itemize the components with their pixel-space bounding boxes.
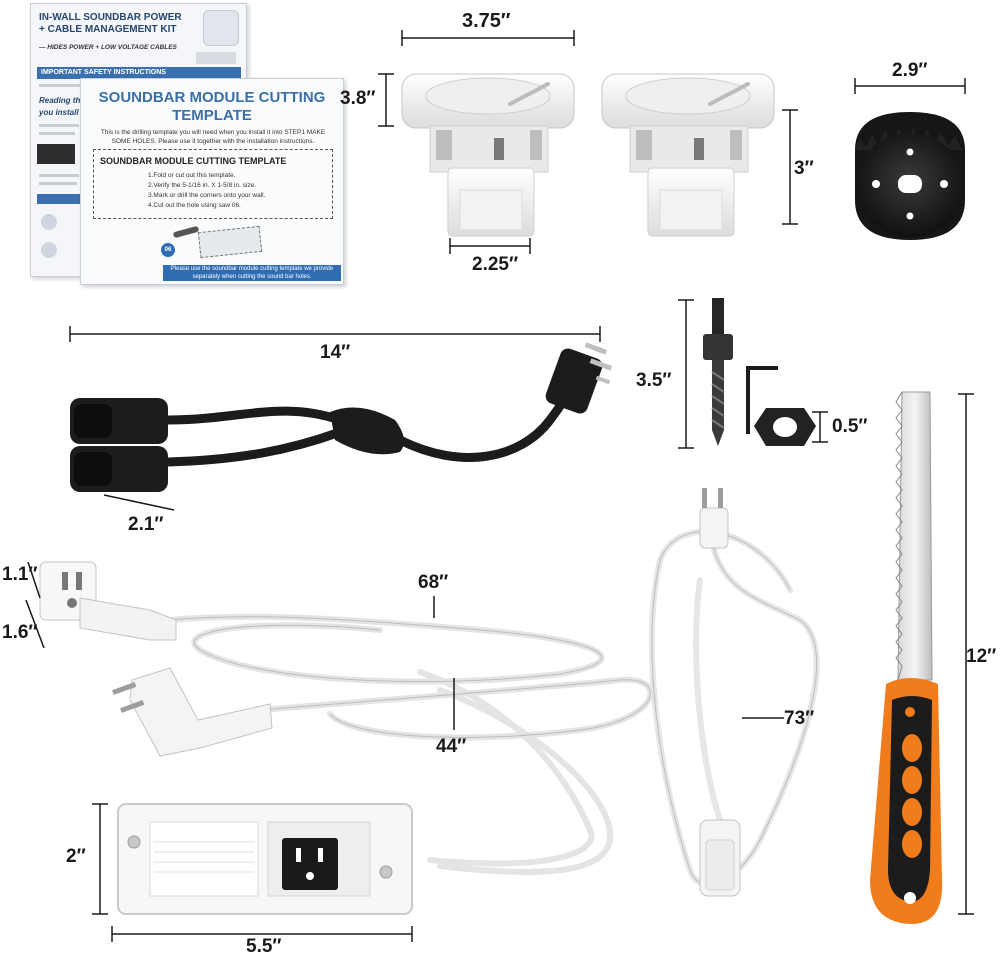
socket-plug-height-label: 1.6″ <box>2 622 38 643</box>
hole-saw-mandrel <box>703 298 733 446</box>
splitter-outlet-width-label: 2.1″ <box>128 514 164 535</box>
module-bottom-width-label: 2.25″ <box>472 254 519 275</box>
white-cord-connector <box>699 819 741 897</box>
wall-plate-height-label: 2″ <box>66 846 86 867</box>
template-title: SOUNDBAR MODULE CUTTING TEMPLATE <box>98 89 326 124</box>
manual-install-note: you install <box>39 108 79 117</box>
wall-plate-width-label: 5.5″ <box>246 936 282 957</box>
right-angle-male-plug <box>112 667 273 757</box>
template-step-badge: 06 <box>161 243 175 257</box>
saw-length-label: 12″ <box>966 646 997 667</box>
module-height-left-label: 3.8″ <box>340 88 376 109</box>
splitter-length-label: 14″ <box>320 342 351 363</box>
dimension-lines <box>25 30 974 942</box>
nut-thickness-label: 0.5″ <box>832 416 868 437</box>
wall-outlet-plate <box>117 803 413 915</box>
template-step: 2.Verify the 5-1/16 in. X 1-5/8 in. size… <box>148 182 257 189</box>
manual-text-line <box>39 124 79 127</box>
manual-safety-heading: IMPORTANT SAFETY INSTRUCTIONS <box>37 67 241 79</box>
jab-saw <box>870 391 943 924</box>
in-wall-module-right <box>601 73 775 237</box>
mandrel-length-label: 3.5″ <box>636 370 672 391</box>
hex-nut <box>754 408 816 446</box>
white-cord-plug <box>699 488 729 549</box>
manual-product-thumbnail <box>203 10 239 46</box>
module-height-right-label: 3″ <box>794 158 814 179</box>
manual-warning-box <box>37 144 75 164</box>
cutting-template-sheet: SOUNDBAR MODULE CUTTING TEMPLATE This is… <box>80 78 344 285</box>
manual-text-line <box>39 174 79 177</box>
manual-read-note: Reading th <box>39 96 81 105</box>
manual-text-line <box>39 132 75 135</box>
black-splitter-cord <box>70 342 613 492</box>
manual-subtitle: — HIDES POWER + LOW VOLTAGE CABLES <box>39 44 177 51</box>
template-step: 3.Mark or drill the corners onto your wa… <box>148 192 266 199</box>
manual-section-bar <box>37 194 81 204</box>
template-box-title: SOUNDBAR MODULE CUTTING TEMPLATE <box>100 156 287 166</box>
white-extension-cord-outline <box>169 616 651 738</box>
white-cord-length-label: 73″ <box>784 708 815 729</box>
hole-saw-diameter-label: 2.9″ <box>892 60 928 81</box>
hole-saw <box>855 112 965 240</box>
manual-cable-thumbnail <box>196 52 236 64</box>
module-width-label: 3.75″ <box>462 10 511 32</box>
template-cut-box: SOUNDBAR MODULE CUTTING TEMPLATE 1.Fold … <box>93 149 333 219</box>
socket-plug-width-label: 1.1″ <box>2 564 38 585</box>
extension-cord-length-label: 68″ <box>418 572 449 593</box>
in-wall-module-left <box>401 73 575 237</box>
template-step: 1.Fold or cut out this template. <box>148 172 236 179</box>
right-angle-socket-plug <box>39 561 177 641</box>
template-description: This is the drilling template you will n… <box>100 129 326 145</box>
template-step: 4.Cut out the hole using saw 06. <box>148 202 241 209</box>
template-banner: Please use the soundbar module cutting t… <box>163 265 341 281</box>
manual-part-icon <box>41 214 57 230</box>
manual-part-icon <box>41 242 57 258</box>
manual-title: IN-WALL SOUNDBAR POWER + CABLE MANAGEMEN… <box>39 12 182 35</box>
manual-text-line <box>39 84 99 87</box>
allen-key <box>746 366 778 434</box>
manual-text-line <box>39 182 77 185</box>
power-cord-length-label: 44″ <box>436 736 467 757</box>
